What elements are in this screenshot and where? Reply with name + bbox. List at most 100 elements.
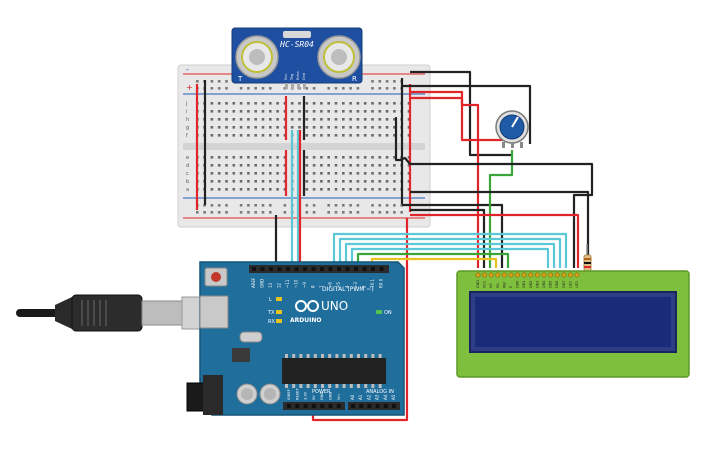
sensor-pin-label: Gnd [302, 73, 306, 80]
row-label: a [186, 187, 189, 193]
digital-pin-label: ~10 [294, 279, 299, 288]
digital-pin-label: ~6 [328, 282, 333, 288]
sensor-pin-label: Vcc [284, 74, 288, 80]
wire-red-lcd-a [410, 213, 580, 268]
atmega-chip [282, 358, 386, 384]
l-led [276, 297, 282, 301]
wire-red-pot [410, 90, 504, 142]
on-led [376, 310, 382, 314]
wire-black-pot-1 [410, 70, 512, 157]
digital-pin-label: ~9 [302, 282, 307, 288]
sensor-pin-label: Echo [296, 72, 300, 81]
breadboard-plus-label: + [186, 83, 193, 92]
lcd-pin-label: LED [568, 281, 572, 288]
row-label: h [186, 117, 189, 123]
sensor-label: HC-SR04 [279, 40, 314, 49]
row-label: f [186, 133, 188, 139]
lcd-pin-label: DB5 [549, 281, 553, 288]
lcd-pin-label: DB2 [529, 281, 533, 288]
row-label: g [186, 125, 189, 131]
digital-pin-label: GND [260, 279, 265, 288]
power-pin-label: 3.3V [304, 391, 308, 400]
on-label: ON [384, 310, 392, 316]
power-pin-label: Vin [337, 394, 341, 400]
power-pin-label: 5V [312, 395, 316, 400]
breadboard-minus-label: - [186, 65, 189, 74]
sensor-pin-label: Trig [290, 74, 294, 81]
pot-knob-indicator [511, 116, 519, 128]
lcd-pin-header [475, 272, 580, 278]
tx-led [276, 310, 282, 314]
lcd-pin-label: DB1 [522, 281, 526, 288]
digital-header [249, 265, 389, 273]
wire-black-rail-lcd [402, 203, 504, 268]
lcd-pin-label: DB3 [535, 281, 539, 288]
lcd-pin-label: DB7 [562, 281, 566, 288]
analog-header [348, 402, 400, 410]
analog-label: ANALOG IN [366, 389, 394, 395]
row-label: b [186, 179, 189, 185]
lcd-pin-label: VCC [483, 280, 487, 288]
lcd-pin-label: LED [575, 281, 579, 288]
usb-plug-icon [141, 300, 183, 326]
digital-pin-label: AREF [251, 277, 256, 288]
digital-pin-label: 8 [311, 285, 316, 288]
brand-label: ARDUINO [290, 317, 321, 324]
crystal [239, 331, 263, 343]
arduino-logo-icon [295, 300, 319, 312]
reset-button[interactable] [211, 272, 221, 282]
power-pin-labels: IOREF RESET 3.3V 5V GND GND Vin [287, 388, 341, 408]
lcd-pin-label: GND [476, 280, 480, 288]
wire-green-pot-v0 [488, 150, 514, 268]
digital-pin-label: TX 1 [370, 279, 375, 289]
analog-pin-label: A3 [375, 394, 380, 400]
potentiometer[interactable] [495, 110, 529, 148]
sensor-t-mark: T [237, 75, 243, 83]
lcd-pin-label: RS [496, 283, 500, 288]
sensor-r-mark: R [352, 75, 357, 83]
wires [195, 70, 594, 422]
wire-black-pot-2 [402, 84, 532, 144]
lcd-pin-label: V0 [489, 283, 493, 288]
power-pin-label: RESET [295, 388, 299, 400]
wire-cyan-d7 [332, 232, 568, 268]
power-label: POWER [312, 389, 331, 395]
power-pin-label: GND [320, 392, 324, 400]
lcd-pin-label: DB4 [542, 280, 546, 288]
row-label: e [186, 155, 189, 161]
analog-pin-label: A0 [350, 394, 355, 400]
digital-pin-label: ~3 [353, 282, 358, 288]
wire-black-lcd-k [410, 190, 590, 268]
usb-socket [199, 295, 229, 329]
digital-pin-label: ~5 [336, 282, 341, 288]
l-led-label: L [269, 297, 272, 303]
power-pin-label: IOREF [287, 389, 291, 400]
wire-cyan-d6 [338, 237, 562, 268]
digital-pin-label: 7 [319, 285, 324, 288]
tx-led-label: TX [267, 310, 275, 316]
digital-pin-label: ~11 [285, 279, 290, 288]
digital-pin-label: 4 [345, 285, 350, 288]
row-label: d [186, 163, 189, 169]
digital-label: DIGITAL (PWM ~) [322, 286, 374, 293]
wire-black-rail-lcd-3 [394, 116, 594, 268]
analog-pin-label: A2 [366, 394, 371, 400]
resistor [583, 244, 592, 272]
lcd-pin-label: DB0 [516, 281, 520, 288]
row-label: j [185, 101, 187, 107]
wire-red-pot-2 [410, 96, 480, 268]
rx-led [276, 319, 282, 323]
lcd-screen [475, 297, 671, 347]
analog-pin-label: A5 [391, 394, 396, 400]
power-pin-label: GND [329, 392, 333, 400]
row-label: i [186, 109, 187, 115]
